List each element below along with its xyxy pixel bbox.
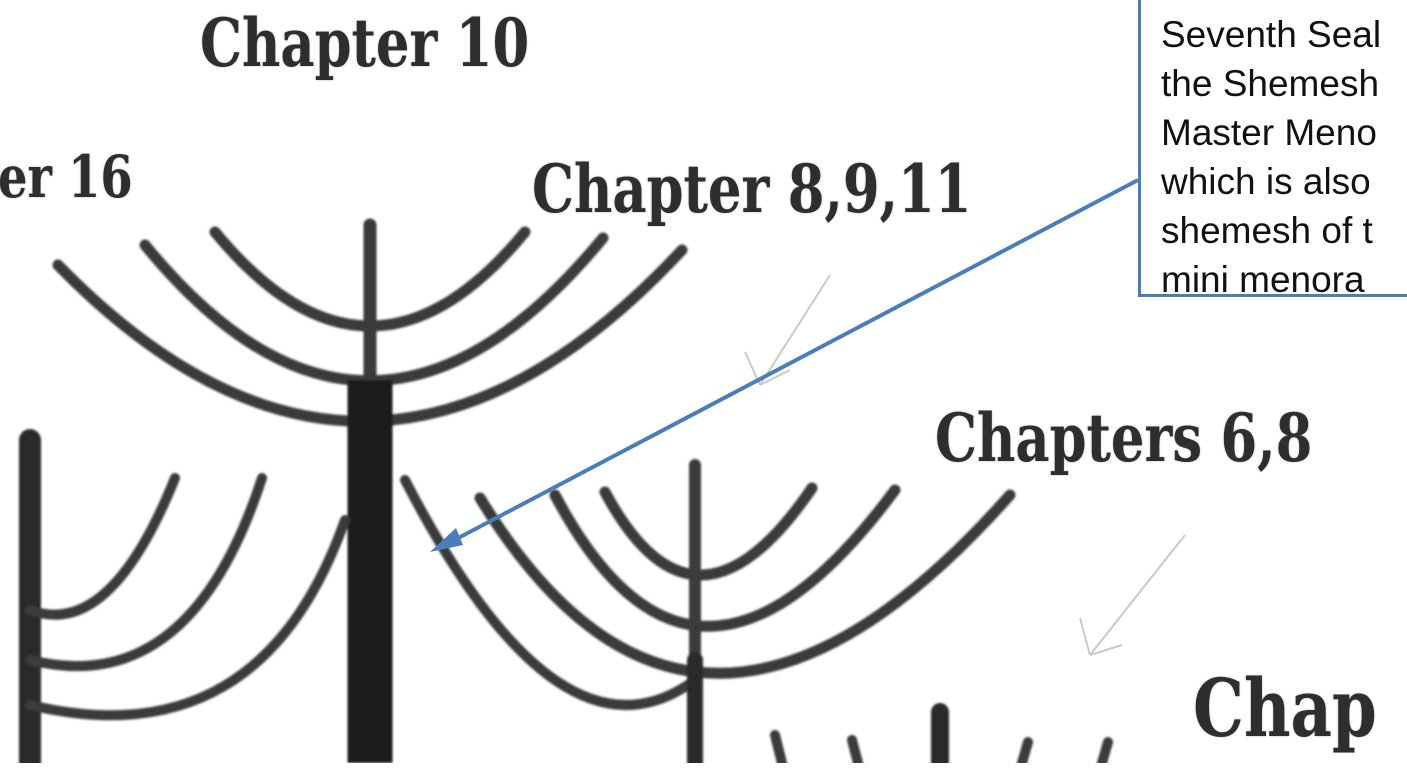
pencil-arrows <box>744 274 1186 656</box>
callout-line: Seventh Seal <box>1161 14 1382 55</box>
callout-line: the Shemesh <box>1161 63 1380 104</box>
callout-box: Seventh Seal the Shemesh Master Meno whi… <box>1138 0 1407 297</box>
chapter-16-label: er 16 <box>0 143 133 211</box>
pencil-arrow-upper <box>759 274 831 386</box>
left-menorah <box>19 429 350 768</box>
callout-arrow <box>430 178 1139 552</box>
pencil-arrow-lower <box>1089 534 1186 656</box>
callout-line: which is also <box>1161 161 1371 202</box>
chapters-6-8-label: Chapters 6,8 <box>935 399 1313 477</box>
callout-line: mini menora <box>1161 259 1365 297</box>
chapter-partial-label: Chap <box>1193 661 1377 755</box>
callout-line: shemesh of t <box>1161 210 1373 251</box>
bottom-menorah <box>770 703 1113 768</box>
chapter-8-9-11-label: Chapter 8,9,11 <box>532 150 972 228</box>
callout-line: Master Meno <box>1161 112 1377 153</box>
middle-menorah <box>400 459 1016 768</box>
chapter-10-label: Chapter 10 <box>200 4 530 82</box>
top-menorah <box>52 218 688 763</box>
